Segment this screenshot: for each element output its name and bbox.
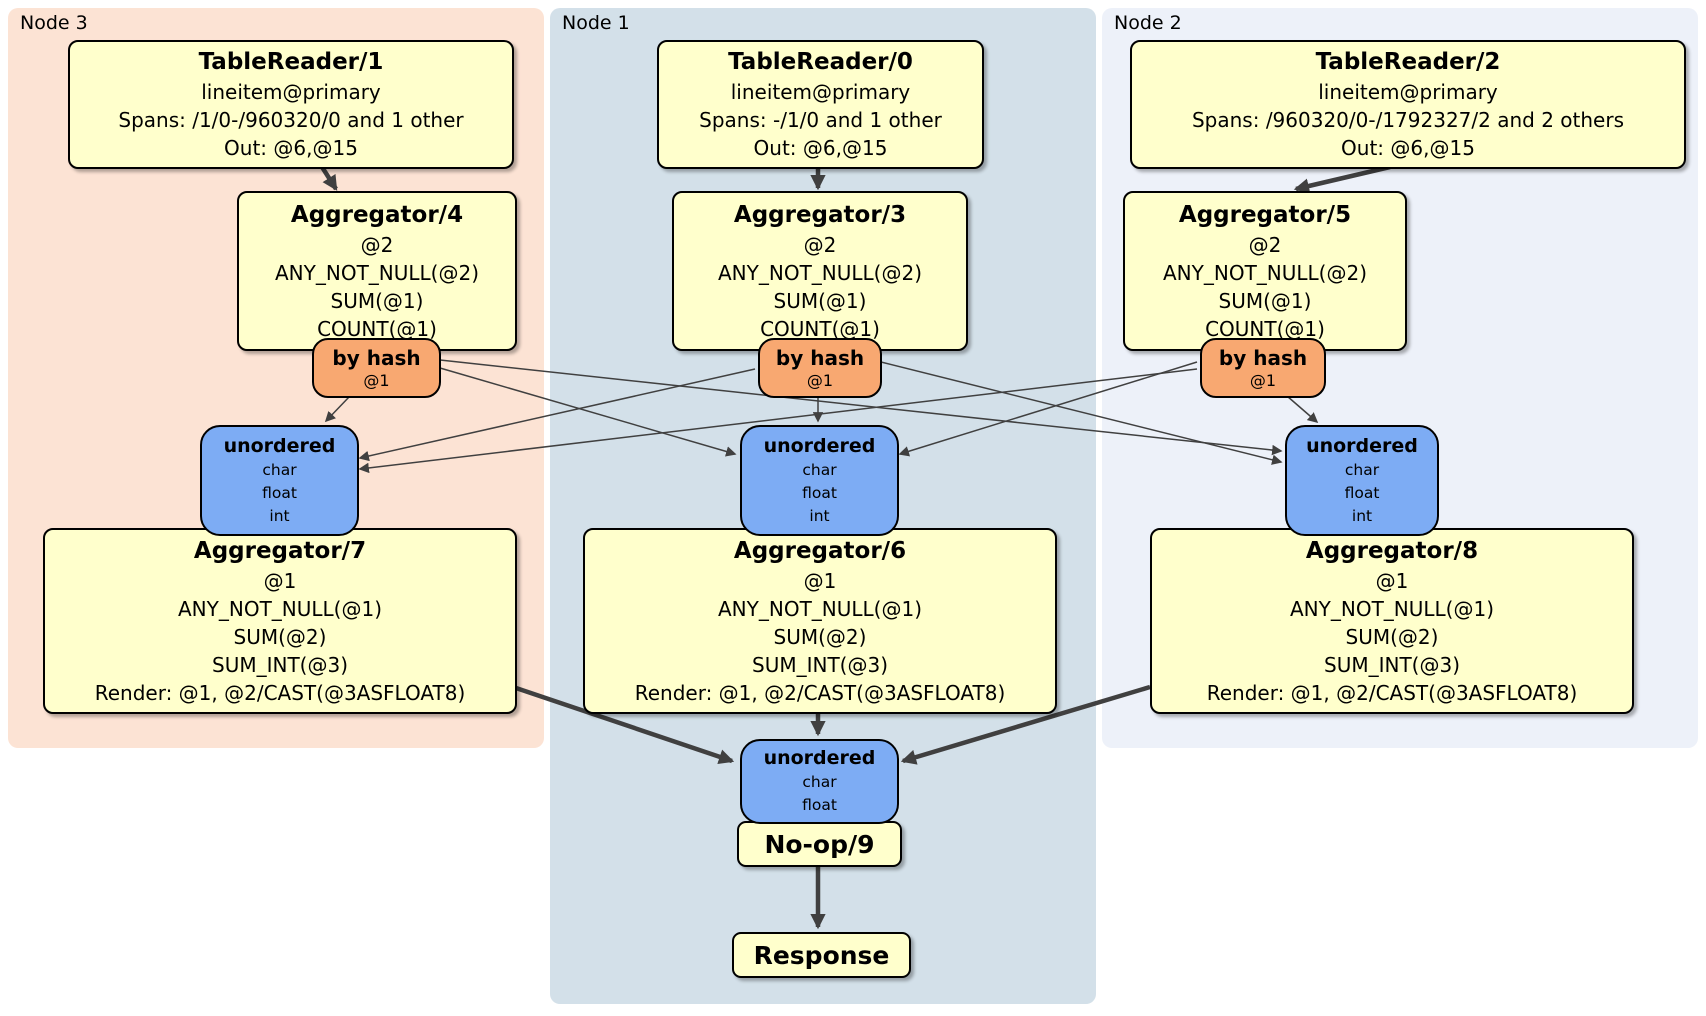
processor-line: SUM(@1) [773, 288, 867, 313]
processor-title: Aggregator/5 [1178, 201, 1352, 228]
sync-line: float [262, 483, 297, 502]
processor-title: Aggregator/8 [1305, 537, 1479, 564]
processor-line: COUNT(@1) [760, 316, 880, 341]
processor-title: TableReader/0 [728, 49, 913, 75]
processor-line: lineitem@primary [201, 80, 381, 104]
processor-aggregator-7: Aggregator/7 @1 ANY_NOT_NULL(@1) SUM(@2)… [43, 528, 517, 714]
processor-aggregator-8: Aggregator/8 @1 ANY_NOT_NULL(@1) SUM(@2)… [1150, 528, 1634, 714]
processor-title: No-op/9 [764, 829, 875, 859]
processor-line: SUM_INT(@3) [752, 652, 888, 677]
sync-line: char [802, 460, 837, 479]
router-title: by hash [332, 346, 421, 370]
processor-title: Aggregator/7 [193, 537, 367, 564]
sync-line: float [802, 483, 837, 502]
processor-line: Spans: -/1/0 and 1 other [699, 108, 942, 132]
processor-line: Spans: /1/0-/960320/0 and 1 other [118, 108, 464, 132]
router-title: by hash [775, 346, 865, 370]
processor-line: SUM(@2) [773, 624, 867, 649]
processor-line: ANY_NOT_NULL(@2) [718, 260, 922, 285]
processor-line: ANY_NOT_NULL(@1) [718, 596, 922, 621]
panel-label-node1: Node 1 [562, 12, 630, 34]
processor-line: lineitem@primary [1318, 80, 1498, 104]
processor-line: lineitem@primary [730, 80, 911, 104]
processor-line: @2 [1248, 232, 1282, 257]
processor-line: ANY_NOT_NULL(@2) [1163, 260, 1367, 285]
panel-label-node2: Node 2 [1114, 12, 1182, 34]
processor-tablereader-0: TableReader/0 lineitem@primary Spans: -/… [657, 40, 984, 169]
sync-line: int [1351, 506, 1373, 525]
router-detail: @1 [363, 371, 390, 390]
sync-line: char [262, 460, 297, 479]
processor-line: Render: @1, @2/CAST(@3ASFLOAT8) [94, 680, 466, 705]
processor-line: Out: @6,@15 [224, 136, 358, 160]
processor-line: Render: @1, @2/CAST(@3ASFLOAT8) [1206, 680, 1578, 705]
sync-line: float [802, 796, 837, 814]
processor-title: TableReader/1 [198, 49, 384, 75]
router-detail: @1 [806, 371, 834, 390]
processor-title: Aggregator/4 [290, 201, 464, 228]
processor-aggregator-5: Aggregator/5 @2 ANY_NOT_NULL(@2) SUM(@1)… [1123, 191, 1407, 351]
processor-line: Out: @6,@15 [753, 136, 888, 160]
router-by-hash-node3: by hash @1 [312, 338, 441, 398]
sync-title: unordered [223, 434, 336, 457]
router-by-hash-node1: by hash @1 [758, 338, 882, 398]
processor-line: SUM_INT(@3) [1324, 652, 1460, 677]
processor-line: Render: @1, @2/CAST(@3ASFLOAT8) [634, 680, 1006, 705]
sync-line: int [809, 506, 830, 525]
sync-line: char [1344, 460, 1380, 479]
processor-line: @2 [360, 232, 394, 257]
sync-unordered-node1: unordered char float int [740, 425, 899, 536]
panel-label-node3: Node 3 [20, 12, 88, 34]
sync-line: char [802, 773, 837, 791]
sync-title: unordered [1306, 434, 1418, 457]
processor-tablereader-1: TableReader/1 lineitem@primary Spans: /1… [68, 40, 514, 169]
processor-aggregator-3: Aggregator/3 @2 ANY_NOT_NULL(@2) SUM(@1)… [672, 191, 968, 351]
processor-line: SUM(@2) [233, 624, 327, 649]
processor-line: Out: @6,@15 [1341, 136, 1475, 160]
processor-line: ANY_NOT_NULL(@2) [275, 260, 479, 285]
processor-title: Aggregator/3 [733, 201, 907, 228]
processor-line: COUNT(@1) [317, 316, 437, 341]
processor-line: COUNT(@1) [1205, 316, 1325, 341]
sync-unordered-final: unordered char float [740, 739, 899, 824]
processor-line: @1 [263, 568, 297, 593]
sync-title: unordered [763, 434, 876, 457]
sync-line: int [269, 506, 290, 525]
sync-title: unordered [763, 747, 876, 769]
sync-unordered-node3: unordered char float int [200, 425, 359, 536]
processor-line: Spans: /960320/0-/1792327/2 and 2 others [1191, 108, 1624, 132]
processor-response: Response [732, 932, 911, 978]
sync-unordered-node2: unordered char float int [1285, 425, 1439, 536]
sync-line: float [1344, 483, 1380, 502]
processor-tablereader-2: TableReader/2 lineitem@primary Spans: /9… [1130, 40, 1686, 169]
router-title: by hash [1218, 346, 1308, 370]
router-detail: @1 [1249, 371, 1277, 390]
processor-line: ANY_NOT_NULL(@1) [178, 596, 382, 621]
processor-line: @2 [803, 232, 837, 257]
router-by-hash-node2: by hash @1 [1200, 338, 1326, 398]
processor-aggregator-6: Aggregator/6 @1 ANY_NOT_NULL(@1) SUM(@2)… [583, 528, 1057, 714]
processor-title: Response [753, 940, 890, 970]
processor-line: @1 [1375, 568, 1409, 593]
processor-noop-9: No-op/9 [737, 821, 902, 867]
processor-line: ANY_NOT_NULL(@1) [1290, 596, 1494, 621]
processor-line: SUM(@1) [330, 288, 424, 313]
processor-line: SUM_INT(@3) [212, 652, 348, 677]
processor-title: Aggregator/6 [733, 537, 907, 564]
processor-line: SUM(@1) [1218, 288, 1312, 313]
processor-title: TableReader/2 [1315, 49, 1501, 75]
processor-aggregator-4: Aggregator/4 @2 ANY_NOT_NULL(@2) SUM(@1)… [237, 191, 517, 351]
processor-line: @1 [803, 568, 837, 593]
processor-line: SUM(@2) [1345, 624, 1439, 649]
